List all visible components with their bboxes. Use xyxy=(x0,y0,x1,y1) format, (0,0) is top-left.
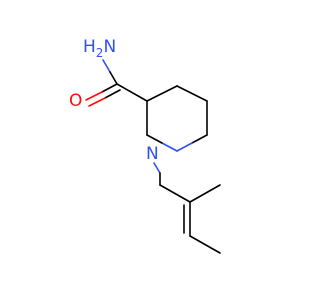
bond-carbonyl-2a xyxy=(104,89,121,99)
amide-nitrogen-label: H2N xyxy=(83,37,116,60)
bond-ring-c6-n-a xyxy=(191,134,208,144)
ring-nitrogen-label: N xyxy=(146,144,159,164)
bond-amide-c-n xyxy=(109,71,118,85)
svg-text:H2N: H2N xyxy=(83,37,116,60)
bond-methyl xyxy=(189,184,221,203)
bond-amide-ring xyxy=(116,83,148,102)
bond-ch2-alkene xyxy=(159,184,191,203)
bond-ring-c6-n-b xyxy=(176,142,193,152)
bond-ring-c4-c5 xyxy=(176,85,208,102)
bond-ring-n-c2-a xyxy=(161,142,178,152)
bond-amide-n-c xyxy=(102,59,111,73)
bond-carbonyl-2b xyxy=(88,97,106,107)
carbonyl-oxygen-label: O xyxy=(69,91,82,111)
bond-terminal-methyl xyxy=(189,235,221,254)
molecule-structure: H2N O N xyxy=(69,37,221,254)
bond-carbonyl-1a xyxy=(101,83,118,93)
structure-canvas: H2N O N xyxy=(69,37,221,254)
svg-text:O: O xyxy=(69,91,82,111)
svg-text:N: N xyxy=(146,144,159,164)
bond-carbonyl-1b xyxy=(85,91,103,101)
bond-ring-n-c2-b xyxy=(146,134,163,144)
bond-ring-c3-c4 xyxy=(146,85,178,102)
bond-n-ch2-a xyxy=(153,162,161,174)
